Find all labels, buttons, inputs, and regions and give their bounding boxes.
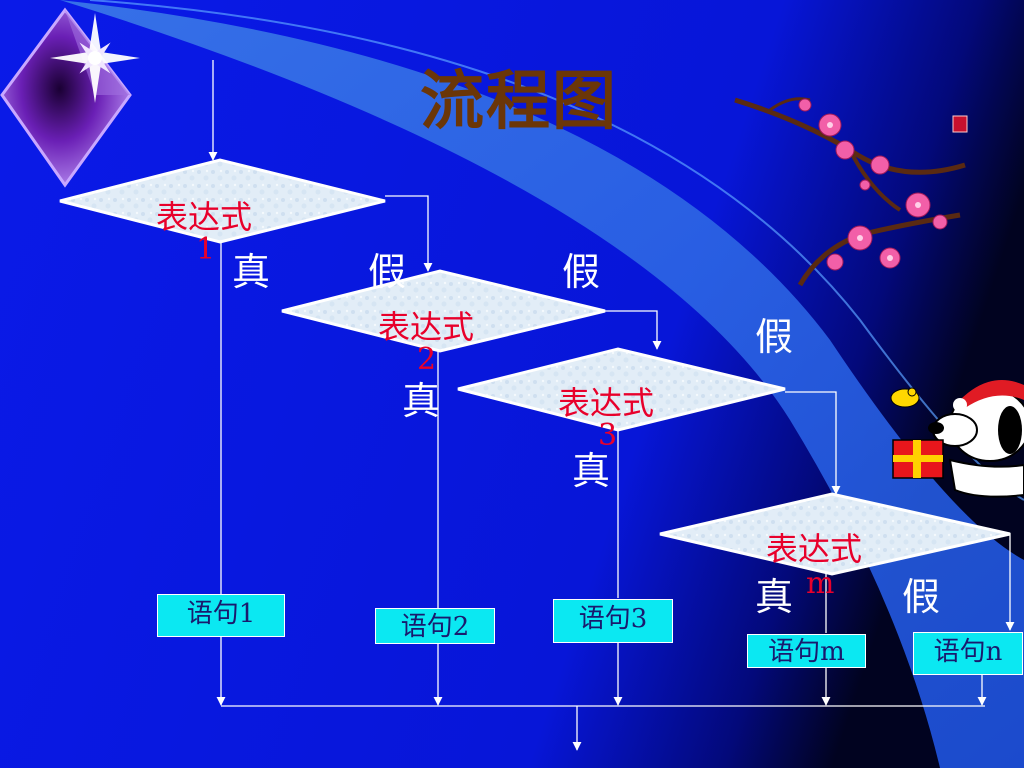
decision-label-2: 表达式 [378,308,475,346]
false-label-3: 假 [755,315,794,359]
decision-diamond-3 [457,347,786,432]
false-label-m: 假 [902,575,941,619]
statement-box-1: 语句1 [157,594,285,637]
true-label-1: 真 [232,250,271,294]
decision-diamond-m [659,492,1011,576]
page-title: 流程图 [420,64,618,139]
seal-stamp [952,115,968,133]
decision-diamond-2 [281,269,606,353]
decision-label-1: 表达式 [156,198,253,236]
decision-label-3: 表达式 [558,384,655,422]
statement-box-m: 语句m [747,634,866,668]
decision-number-2: 2 [417,342,437,377]
decision-diamond-1 [59,158,386,244]
statement-box-3: 语句3 [553,599,673,643]
true-label-3: 真 [572,449,611,493]
decision-number-1: 1 [196,232,216,267]
snoopy-gift-cartoon [890,380,1024,498]
flowchart-connectors [208,60,1015,751]
decision-diamonds [59,158,1011,576]
decision-number-m: m [806,566,835,601]
statement-box-n: 语句n [913,632,1023,675]
decision-number-3: 3 [598,418,618,453]
star-diamond-icon [0,7,140,188]
decision-label-m: 表达式 [766,530,863,568]
statement-box-2: 语句2 [375,608,495,644]
false-label-2: 假 [562,250,601,294]
true-label-2: 真 [402,379,441,423]
false-label-1: 假 [368,250,407,294]
plum-blossom-branch [734,97,966,287]
decorative-curve-band [60,0,1024,768]
true-label-m: 真 [755,575,794,619]
